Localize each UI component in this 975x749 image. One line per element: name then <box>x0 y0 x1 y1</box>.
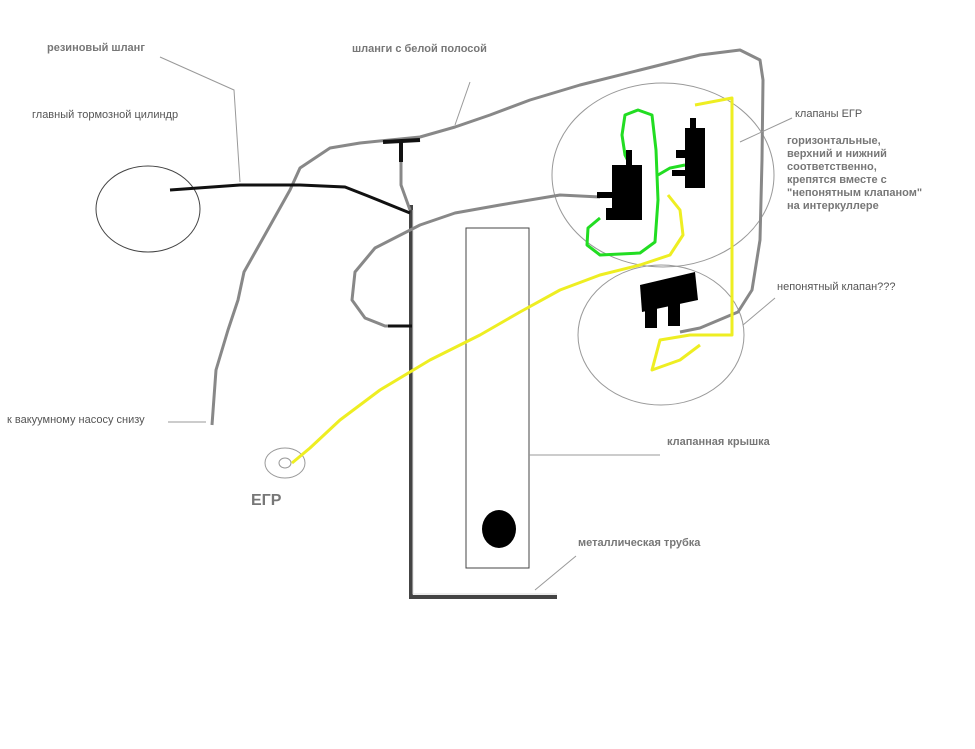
yellow-hose-loop <box>650 96 734 372</box>
egr-valves-circle <box>551 82 775 268</box>
egr-port-inner <box>278 457 292 469</box>
pointer-rubber-hose <box>159 56 241 183</box>
label-master-cylinder: главный тормозной цилиндр <box>32 109 179 121</box>
metal-tube-highlight <box>412 210 557 595</box>
master-cylinder-circle <box>95 165 201 253</box>
pointer-metal-pipe <box>534 555 577 591</box>
label-egr: ЕГР <box>251 492 282 509</box>
label-egr-valves: клапаны ЕГР <box>795 108 863 120</box>
egr-port-outer <box>264 447 306 479</box>
valve-cover-cap <box>482 510 516 548</box>
pointer-white-stripe <box>454 81 471 126</box>
label-white-stripe-hoses: шланги с белой полосой <box>352 43 487 55</box>
unknown-valve <box>640 272 698 328</box>
valve-cover <box>465 227 530 569</box>
gray-hose-main <box>210 48 765 426</box>
green-hose-bridge <box>657 163 686 177</box>
label-metal-pipe: металлическая трубка <box>578 537 701 549</box>
egr-valve-upper <box>672 118 705 188</box>
black-hose <box>169 183 411 215</box>
yellow-hose-egr <box>291 194 685 465</box>
unknown-valve-circle <box>577 264 745 406</box>
label-unknown-valve: непонятный клапан??? <box>777 281 896 293</box>
green-hose <box>585 108 660 257</box>
metal-tube <box>409 205 557 599</box>
label-valve-cover: клапанная крышка <box>667 436 770 448</box>
label-valves-note: горизонтальные, верхний и нижний соответ… <box>787 135 923 212</box>
gray-hose-loop <box>350 193 601 328</box>
label-rubber-hose: резиновый шланг <box>47 42 145 54</box>
pointer-unknown-valve <box>742 297 776 326</box>
label-vacuum-pump: к вакуумному насосу снизу <box>7 414 145 426</box>
egr-valve-lower <box>597 150 642 220</box>
pointer-egr-valves <box>739 117 793 143</box>
